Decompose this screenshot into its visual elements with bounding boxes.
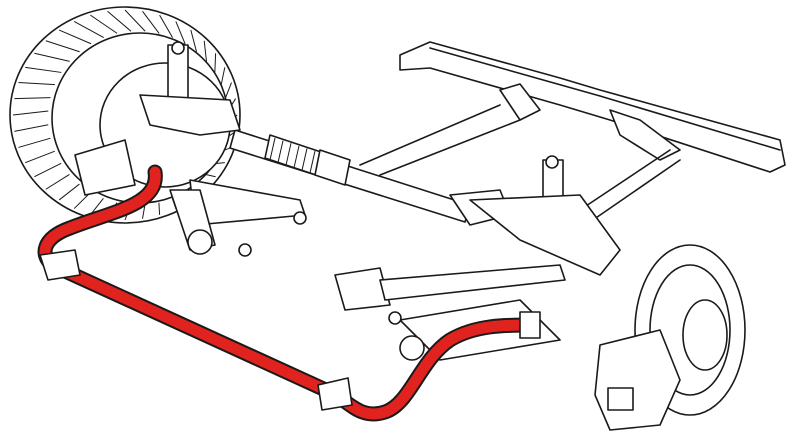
tire-tread-mark [12, 110, 49, 116]
tire-tread-mark [203, 40, 208, 62]
tire-tread-mark [142, 10, 160, 34]
tire-tread-mark [206, 174, 216, 178]
steering-boot-rib [309, 150, 316, 174]
tire-tread-mark [25, 150, 55, 164]
tire-tread-mark [45, 173, 70, 190]
bar-end-link [519, 311, 541, 339]
steering-boot-rib [285, 143, 292, 166]
tire-tread-mark [142, 204, 146, 219]
tire-tread-mark [58, 183, 80, 201]
tire-tread-mark [159, 14, 173, 38]
tire-tread-mark [220, 67, 226, 85]
bar-clamp-left [39, 249, 81, 281]
steering-boot-rib [293, 145, 300, 168]
tire-tread-mark [158, 202, 161, 215]
tire-tread-mark [34, 52, 70, 62]
tire-tread-mark [25, 66, 62, 73]
tire-tread-mark [124, 9, 146, 32]
tire-tread-mark [214, 53, 217, 73]
subframe [359, 41, 786, 223]
tire-tread-mark [58, 29, 92, 45]
tire-tread-mark [18, 82, 55, 86]
steering-boot-rib [269, 137, 276, 161]
tire-tread-mark [34, 162, 62, 178]
steering-boot-rib [277, 140, 284, 163]
tire-tread-mark [14, 124, 49, 132]
tire-tread-mark [18, 137, 51, 148]
tire-tread-mark [190, 29, 198, 53]
tire-tread-mark [175, 21, 186, 45]
bar-clamp-right [317, 377, 353, 411]
anti-roll-bar [37, 164, 541, 422]
tire-tread-mark [45, 40, 80, 53]
tire-tread-mark [14, 97, 51, 100]
left-strut [74, 41, 307, 257]
tire-tread-mark [107, 10, 132, 32]
tire-tread-mark [73, 21, 104, 39]
right-brake-assembly [594, 244, 746, 431]
tire-tread-mark [90, 14, 118, 34]
tire-tread-mark [225, 82, 232, 98]
steering-boot-rib [301, 148, 308, 171]
